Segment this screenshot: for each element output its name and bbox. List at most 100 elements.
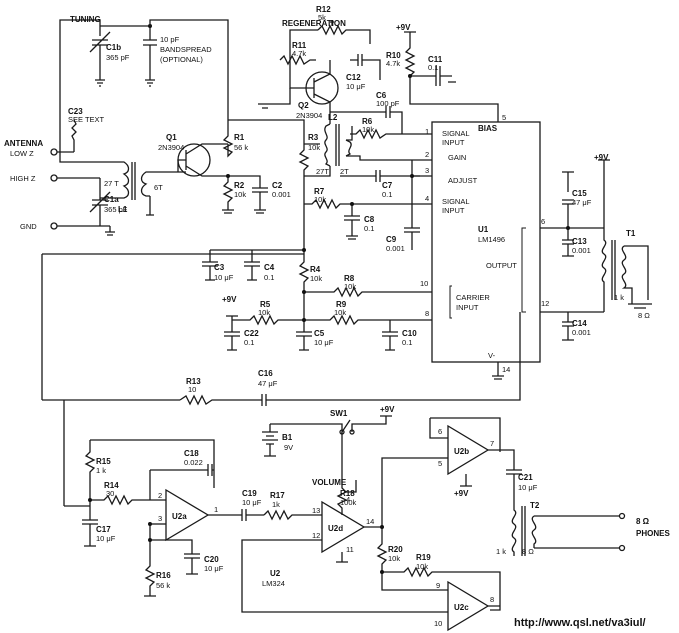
label-u2a: U2a — [172, 512, 187, 521]
feedback-wiring — [41, 253, 521, 506]
label-c22-val: 0.1 — [244, 338, 254, 347]
label-r8: R8 — [344, 274, 355, 283]
u2d-pin11: 11 — [346, 545, 354, 554]
label-r3-val: 10k — [308, 143, 320, 152]
u1-lm1496 — [431, 121, 541, 380]
label-c16: C16 — [258, 369, 273, 378]
label-c22: C22 — [244, 329, 259, 338]
label-u2d: U2d — [328, 524, 343, 533]
u2b-pin6: 6 — [438, 427, 442, 436]
label-pin4-input: INPUT — [442, 206, 465, 215]
u2d-pin12: 12 — [312, 531, 320, 540]
label-r1-val: 56 k — [234, 143, 248, 152]
label-r1: R1 — [234, 133, 245, 142]
label-r6: R6 — [362, 117, 373, 126]
label-t1-8ohm: 8 Ω — [638, 311, 650, 320]
label-v-minus: V- — [488, 351, 496, 360]
label-regeneration: REGENERATION — [282, 19, 346, 28]
u1-pin12: 12 — [541, 299, 549, 308]
label-r17-val: 1k — [272, 500, 280, 509]
label-pin4-signal: SIGNAL — [442, 197, 470, 206]
label-l2-2t: 2T — [340, 167, 349, 176]
label-u1-type: LM1496 — [478, 235, 505, 244]
label-gnd: GND — [20, 222, 37, 231]
label-c5: C5 — [314, 329, 325, 338]
label-t2: T2 — [530, 501, 540, 510]
label-r19-val: 10k — [416, 562, 428, 571]
label-l2: L2 — [328, 113, 338, 122]
u2b-pin5: 5 — [438, 459, 442, 468]
label-r6-val: 10k — [362, 125, 374, 134]
label-optional: (OPTIONAL) — [160, 55, 203, 64]
label-c6: C6 — [376, 91, 387, 100]
label-pin1-signal: SIGNAL — [442, 129, 470, 138]
label-q2-type: 2N3904 — [296, 111, 322, 120]
label-b1: B1 — [282, 433, 293, 442]
label-r13: R13 — [186, 377, 201, 386]
u2a-pin2: 2 — [158, 491, 162, 500]
u2a-stage — [64, 439, 232, 597]
label-r15: R15 — [96, 457, 111, 466]
label-sw1: SW1 — [330, 409, 348, 418]
label-c17: C17 — [96, 525, 111, 534]
label-u2-type: LM324 — [262, 579, 285, 588]
label-t1-1k: 1 k — [614, 293, 624, 302]
label-r2-val: 10k — [234, 190, 246, 199]
label-c18: C18 — [184, 449, 199, 458]
label-c7-val: 0.1 — [382, 190, 392, 199]
label-r7: R7 — [314, 187, 325, 196]
u1-pin8: 8 — [425, 309, 429, 318]
label-see-text: SEE TEXT — [68, 115, 105, 124]
label-b1-val: 9V — [284, 443, 293, 452]
label-phones-8ohm: 8 Ω — [636, 517, 650, 526]
label-low-z: LOW Z — [10, 149, 34, 158]
label-r5: R5 — [260, 300, 271, 309]
label-c10-val: 0.1 — [402, 338, 412, 347]
u1-pin3: 3 — [425, 166, 429, 175]
label-r8-val: 10k — [344, 282, 356, 291]
label-c4: C4 — [264, 263, 275, 272]
label-t2-1k: 1 k — [496, 547, 506, 556]
label-output: OUTPUT — [486, 261, 517, 270]
front-end-section — [50, 19, 305, 236]
output-section — [540, 159, 652, 341]
label-r4-val: 10k — [310, 274, 322, 283]
label-l2-27t: 27T — [316, 167, 329, 176]
label-c3-val: 10 μF — [214, 273, 234, 282]
label-c1a-val: 365 pF — [104, 205, 128, 214]
label-r19: R19 — [416, 553, 431, 562]
label-c11: C11 — [428, 55, 443, 64]
label-volume: VOLUME — [312, 478, 347, 487]
source-url: http://www.qsl.net/va3iul/ — [514, 617, 646, 629]
label-q1: Q1 — [166, 133, 177, 142]
label-r11: R11 — [292, 41, 307, 50]
label-c3: C3 — [214, 263, 225, 272]
label-c-bandspread-val: 10 pF — [160, 35, 180, 44]
u1-pin14: 14 — [502, 365, 510, 374]
label-r10-val: 4.7k — [386, 59, 400, 68]
label-r3: R3 — [308, 133, 319, 142]
label-c13: C13 — [572, 237, 587, 246]
label-c19: C19 — [242, 489, 257, 498]
u2d-pin14: 14 — [366, 517, 374, 526]
label-r5-val: 10k — [258, 308, 270, 317]
label-r16: R16 — [156, 571, 171, 580]
label-u2b: U2b — [454, 447, 469, 456]
label-c4-val: 0.1 — [264, 273, 274, 282]
label-r12: R12 — [316, 5, 331, 14]
label-r11-val: 4.7k — [292, 49, 306, 58]
label-gain: GAIN — [448, 153, 466, 162]
label-carrier-input: INPUT — [456, 303, 479, 312]
u2c-stage — [436, 580, 500, 632]
label-r14-val: 30 — [106, 489, 114, 498]
label-c9-val: 0.001 — [386, 244, 405, 253]
u2a-pin1: 1 — [214, 505, 218, 514]
label-r10: R10 — [386, 51, 401, 60]
label-c5-val: 10 μF — [314, 338, 334, 347]
label-c12-val: 10 μF — [346, 82, 366, 91]
label-c21: C21 — [518, 473, 533, 482]
label-u1: U1 — [478, 225, 489, 234]
label-c6-val: 100 pF — [376, 99, 400, 108]
label-r18: R18 — [340, 489, 355, 498]
